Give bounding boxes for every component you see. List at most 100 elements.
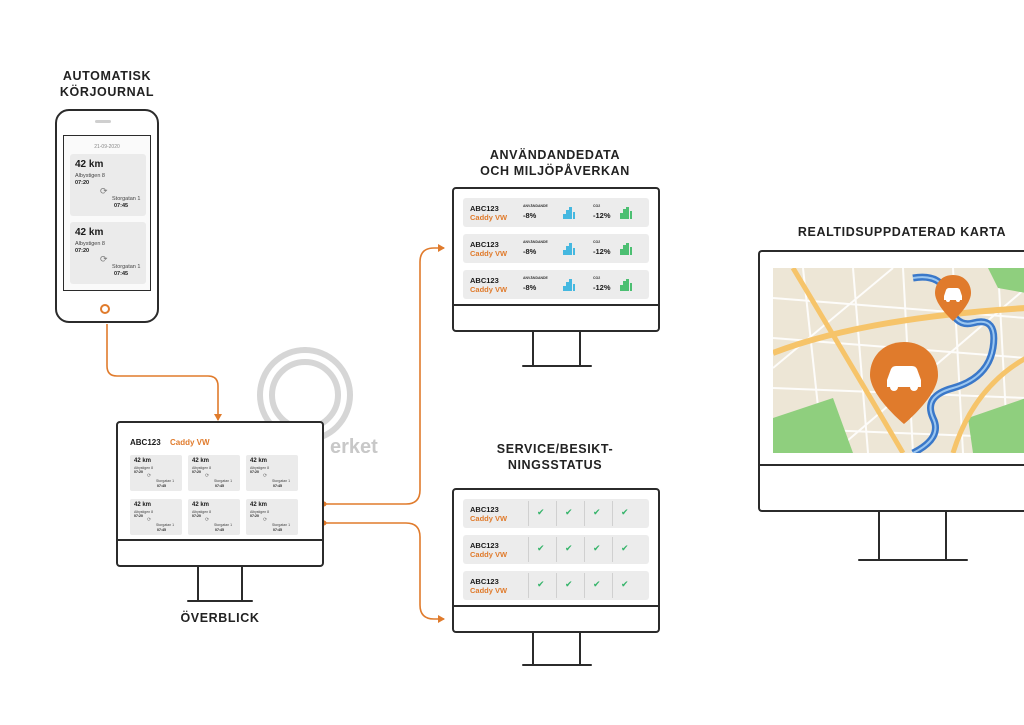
arrow-head-usage: [438, 244, 445, 252]
co2-label: CO2: [593, 204, 601, 208]
trip-start-time: 07:20: [250, 470, 259, 474]
map-road: [773, 305, 1024, 356]
route-icon: ⟳: [205, 517, 210, 523]
trip-end-time: 07:45: [157, 528, 166, 532]
trip-start-time: 07:20: [134, 470, 143, 474]
row-model: Caddy VW: [470, 249, 508, 258]
co2-percent: -12%: [593, 283, 611, 292]
city-map[interactable]: [773, 268, 1024, 453]
phone-trip-card[interactable]: 42 km Albystigen 8 07:20 ⟳ Storgatan 1 0…: [70, 154, 146, 216]
co2-label: CO2: [593, 276, 601, 280]
trip-from: Albystigen 8: [250, 466, 270, 470]
service-stand: [532, 633, 534, 665]
map-park: [773, 398, 853, 453]
route-icon: ⟳: [147, 473, 152, 479]
trip-distance: 42 km: [134, 502, 152, 508]
trip-from: Albystigen 8: [75, 241, 105, 247]
column-divider: [528, 501, 529, 526]
connector-overview-to-service: [324, 522, 444, 620]
trip-distance: 42 km: [192, 502, 210, 508]
trip-distance: 42 km: [250, 458, 268, 464]
service-row[interactable]: ABC123 Caddy VW✔✔✔✔: [463, 535, 649, 564]
usage-stand: [579, 332, 581, 366]
trip-end-time: 07:45: [114, 271, 129, 277]
column-divider: [584, 573, 585, 598]
trip-end-time: 07:45: [114, 203, 129, 209]
trip-start-time: 07:20: [134, 514, 143, 518]
car-location-pin-icon[interactable]: [867, 340, 941, 426]
overview-stand: [241, 567, 243, 601]
column-divider: [584, 501, 585, 526]
route-icon: ⟳: [263, 517, 268, 523]
route-icon: ⟳: [100, 254, 108, 264]
checkmark-icon: ✔: [565, 579, 573, 589]
trip-distance: 42 km: [75, 227, 104, 238]
trip-distance: 42 km: [75, 159, 104, 170]
trip-to: Storgatan 1: [112, 264, 141, 270]
co2-bar-chart-icon: [620, 243, 633, 255]
trip-distance: 42 km: [192, 458, 210, 464]
usage-row[interactable]: ABC123 Caddy VW ANVÄNDANDE -8% CO2 -12%: [463, 198, 649, 227]
trip-distance: 42 km: [250, 502, 268, 508]
arrow-head-overview: [214, 414, 222, 421]
column-divider: [556, 501, 557, 526]
checkmark-icon: ✔: [537, 579, 545, 589]
usage-row[interactable]: ABC123 Caddy VW ANVÄNDANDE -8% CO2 -12%: [463, 270, 649, 299]
usage-bar-chart-icon: [563, 279, 576, 291]
trip-from: Albystigen 8: [250, 510, 270, 514]
checkmark-icon: ✔: [565, 507, 573, 517]
car-location-pin-icon[interactable]: [933, 273, 973, 323]
overview-model: Caddy VW: [170, 438, 210, 447]
trip-from: Albystigen 8: [75, 173, 105, 179]
co2-percent: -12%: [593, 211, 611, 220]
connector-overview-to-usage: [324, 247, 444, 505]
monitor-chin: [118, 539, 322, 565]
column-divider: [612, 501, 613, 526]
heading-map: REALTIDSUPPDATERAD KARTA: [797, 225, 1007, 239]
row-model: Caddy VW: [470, 550, 508, 559]
service-row[interactable]: ABC123 Caddy VW✔✔✔✔: [463, 571, 649, 600]
heading-service: SERVICE/BESIKT-NINGSSTATUS: [496, 442, 614, 472]
phone-home-button[interactable]: [100, 304, 110, 314]
trip-to: Storgatan 1: [112, 196, 141, 202]
arrow-head-service: [438, 615, 445, 623]
connector-phone-to-overview: [106, 324, 219, 420]
checkmark-icon: ✔: [621, 579, 629, 589]
trip-end-time: 07:45: [215, 484, 224, 488]
usage-row[interactable]: ABC123 Caddy VW ANVÄNDANDE -8% CO2 -12%: [463, 234, 649, 263]
trip-start-time: 07:20: [75, 180, 90, 186]
row-plate: ABC123: [470, 577, 499, 586]
map-stand: [878, 512, 880, 560]
checkmark-icon: ✔: [593, 543, 601, 553]
trip-start-time: 07:20: [192, 470, 201, 474]
column-divider: [612, 537, 613, 562]
column-divider: [528, 573, 529, 598]
map-park: [988, 268, 1024, 293]
trip-to: Storgatan 1: [272, 479, 291, 483]
row-plate: ABC123: [470, 505, 499, 514]
column-divider: [528, 537, 529, 562]
trip-to: Storgatan 1: [272, 523, 291, 527]
row-model: Caddy VW: [470, 285, 508, 294]
map-stand-base: [858, 559, 968, 561]
usage-label: ANVÄNDANDE: [523, 240, 548, 244]
service-row[interactable]: ABC123 Caddy VW✔✔✔✔: [463, 499, 649, 528]
co2-percent: -12%: [593, 247, 611, 256]
trip-from: Albystigen 8: [134, 466, 154, 470]
checkmark-icon: ✔: [593, 507, 601, 517]
phone-trip-card[interactable]: 42 km Albystigen 8 07:20 ⟳ Storgatan 1 0…: [70, 222, 146, 284]
usage-stand: [532, 332, 534, 366]
overview-plate: ABC123: [130, 438, 161, 447]
column-divider: [556, 573, 557, 598]
trip-from: Albystigen 8: [192, 466, 212, 470]
usage-bar-chart-icon: [563, 243, 576, 255]
route-icon: ⟳: [263, 473, 268, 479]
phone-speaker: [95, 120, 111, 123]
